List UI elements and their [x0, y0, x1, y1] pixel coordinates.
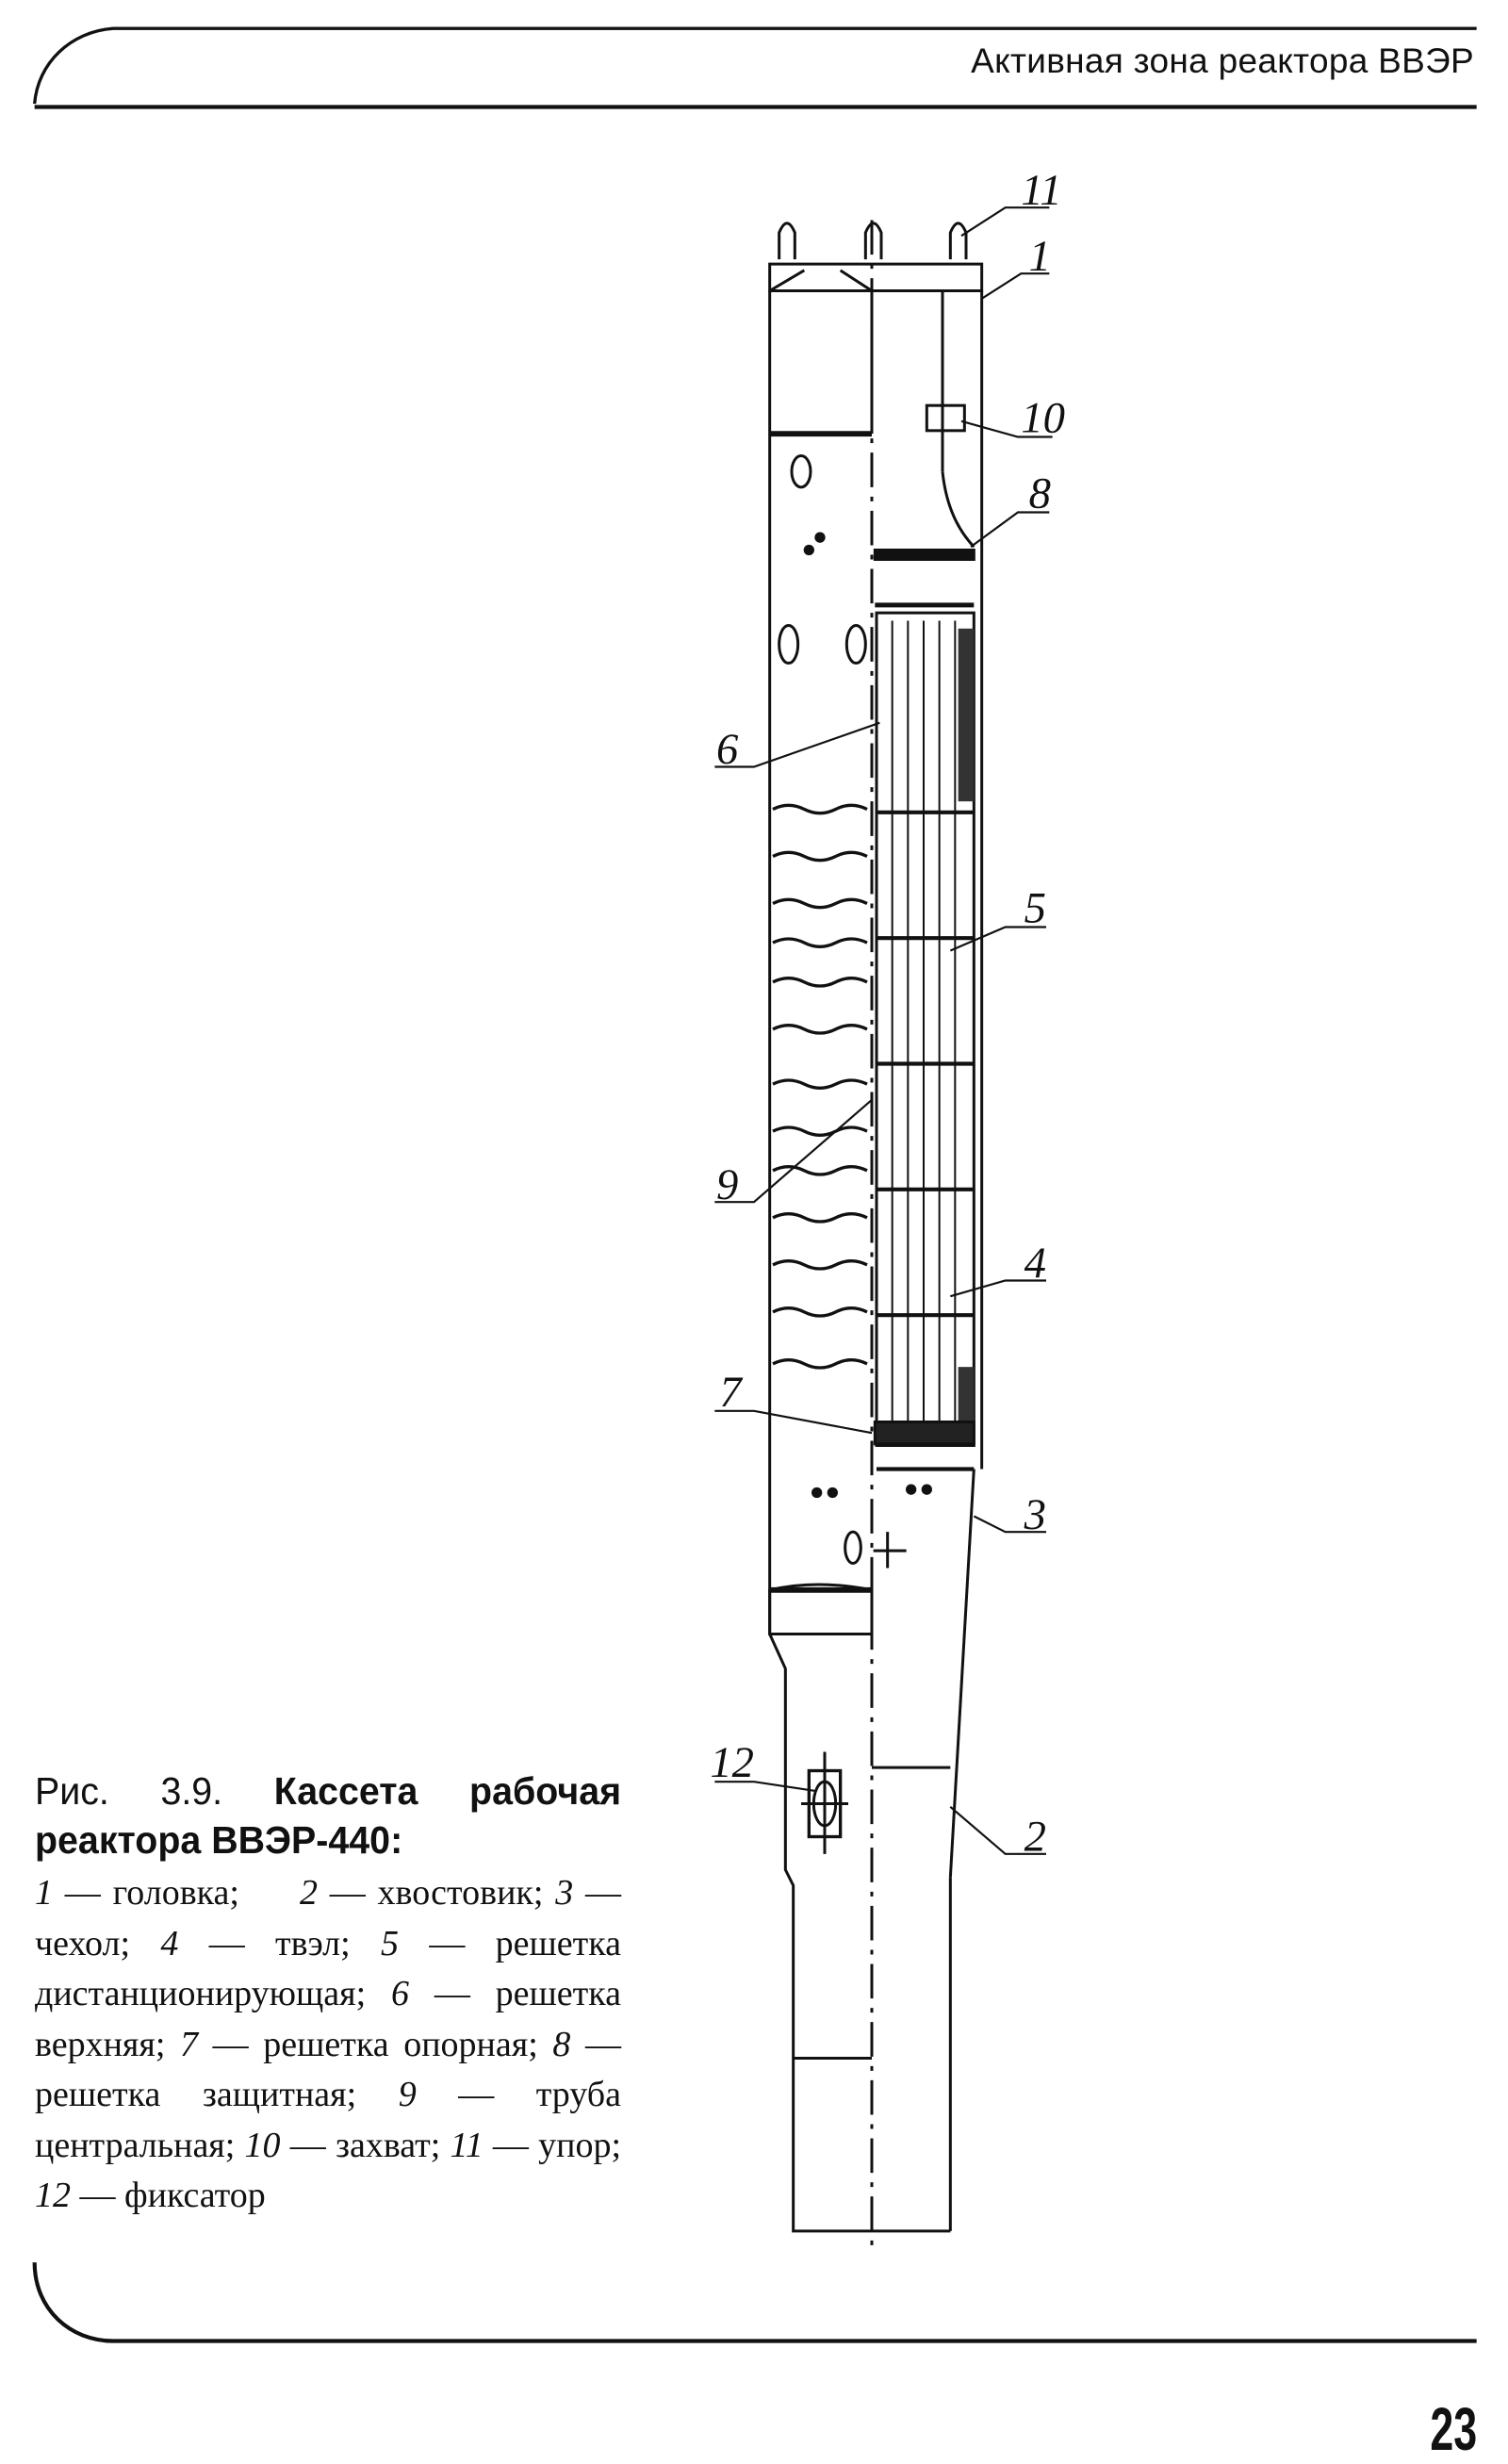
figure-caption: Рис. 3.9. Кассета рабочая реактора ВВЭР-… [35, 1766, 621, 2222]
label-5: 5 [1024, 884, 1046, 933]
fuel-bundle [875, 611, 975, 1448]
label-9: 9 [716, 1160, 738, 1209]
legend-item: 3 — чехол; [35, 1873, 622, 1963]
legend-item: 9 — труба центральная; [35, 2075, 622, 2165]
label-3: 3 [1024, 1490, 1046, 1539]
label-8: 8 [1029, 469, 1051, 518]
label-6: 6 [716, 725, 739, 774]
stop-pin [778, 222, 796, 260]
legend-item: 12 — фиксатор [35, 2176, 266, 2215]
grip [925, 403, 966, 433]
support-grid [873, 1421, 975, 1446]
caption-legend: 1 — головка; 2 — хвостовик; 3 — чехол; 4… [35, 1868, 621, 2222]
legend-item: 4 — твэл; [160, 1923, 351, 1963]
label-2: 2 [1024, 1813, 1046, 1862]
legend-item: 2 — хвостовик; [299, 1873, 544, 1913]
stop-pin [948, 222, 968, 260]
legend-item: 7 — решетка опорная; [180, 2024, 538, 2064]
label-11: 11 [1021, 166, 1061, 215]
header-rule [33, 26, 1477, 105]
page-number: 23 [1430, 2395, 1477, 2463]
protective-grid [873, 549, 975, 562]
footer-rule [32, 2262, 1477, 2343]
head [768, 262, 984, 293]
running-title: Активная зона реактора ВВЭР [971, 41, 1474, 80]
label-12: 12 [710, 1738, 754, 1787]
legend-item: 1 — головка; [35, 1873, 239, 1913]
stop-pin [863, 222, 883, 260]
legend-item: 8 — решетка защитная; [35, 2024, 622, 2115]
label-4: 4 [1024, 1239, 1046, 1288]
caption-title-line1: Рис. 3.9. Кассета рабочая [35, 1766, 621, 1815]
figure-title-1: Кассета рабочая [273, 1769, 622, 1813]
legend-item: 5 — решетка дистанционирующая; [35, 1923, 621, 2014]
legend-item: 6 — решетка верхняя; [35, 1974, 621, 2064]
label-7: 7 [719, 1368, 743, 1417]
legend-item: 11 — упор; [450, 2125, 622, 2165]
legend-item: 10 — захват; [244, 2125, 441, 2165]
figure-number: Рис. 3.9. [35, 1769, 223, 1813]
label-1: 1 [1029, 232, 1051, 281]
spacer-grid-marks [772, 803, 868, 1370]
figure-title-2: реактора ВВЭР-440: [35, 1818, 403, 1862]
label-10: 10 [1021, 394, 1065, 443]
tail [768, 1633, 951, 2233]
